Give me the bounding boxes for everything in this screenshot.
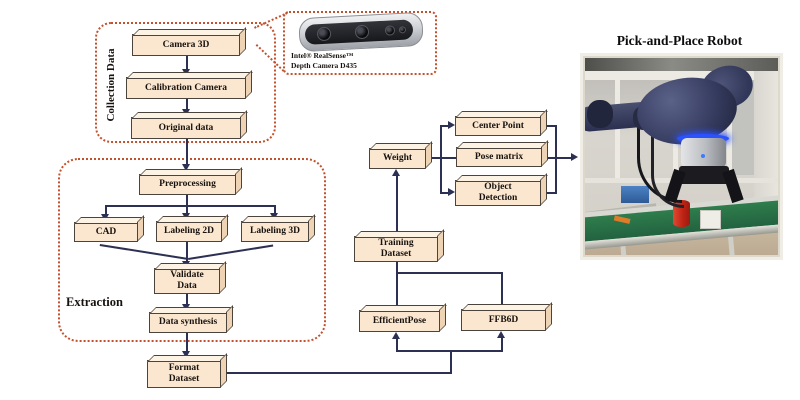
connector-line [541,192,557,194]
connector-line [223,372,452,374]
connector-line [396,262,398,310]
arrowhead-icon [497,331,505,338]
arrowhead-icon [392,332,400,339]
realsense-camera-illustration [298,11,424,53]
node-pose-matrix: Pose matrix [456,147,542,167]
connector-line [501,338,503,352]
connector-line [186,139,188,165]
gripper-body [679,166,729,184]
connector-line [186,99,188,110]
node-labeling-3d: Labeling 3D [241,221,309,242]
connector-line [501,272,503,309]
photo-ceiling-band [585,58,778,71]
robot-panel-title: Pick-and-Place Robot [616,33,743,48]
node-preprocessing: Preprocessing [139,174,236,195]
connector-line [396,272,503,274]
arrowhead-icon [448,121,455,129]
camera-lens-icon [384,25,396,36]
connector-line [105,205,107,215]
node-ffb6d: FFB6D [461,309,546,331]
arrowhead-icon [182,164,190,171]
blue-device [621,186,649,203]
arrowhead-icon [571,153,578,161]
node-cad: CAD [74,222,138,242]
arrowhead-icon [448,188,455,196]
connector-line [396,175,398,236]
node-weight: Weight [369,148,426,169]
camera-lens-icon [316,26,332,42]
extraction-section [58,158,326,342]
node-center-point: Center Point [455,116,541,136]
collection-data-label: Collection Data [105,48,117,122]
node-original-data: Original data [131,117,241,139]
node-data-synthesis: Data synthesis [149,312,227,333]
window-mullion [727,71,732,181]
connector-line [106,205,276,207]
node-training-dataset: Training Dataset [354,236,438,262]
connector-line [440,125,449,127]
connector-line [186,242,188,259]
object-white-box [700,210,721,229]
robot-photo [583,56,780,257]
camera-caption: Intel® RealSense™ Depth Camera D435 [291,51,357,71]
connector-line [186,256,188,262]
connector-line [542,157,572,159]
connector-line [450,351,452,374]
node-calibration-camera: Calibration Camera [126,77,246,99]
collection-data-section [95,22,276,143]
conveyor-leg [620,246,629,255]
window-beam [585,71,778,80]
connector-line [555,125,557,194]
connector-line [186,56,188,70]
arrowhead-icon [392,169,400,176]
connector-line [440,192,449,194]
connector-line [274,205,276,214]
connector-line [186,294,188,305]
connector-line [396,339,398,352]
node-camera-3d: Camera 3D [132,34,240,56]
connector-line [186,195,188,206]
node-object-detection: Object Detection [455,180,541,206]
camera-lens-icon [354,24,370,40]
node-efficientpose: EfficientPose [359,310,440,332]
connector-line [186,333,188,352]
wrist-led [701,154,705,158]
node-format-dataset: Format Dataset [147,360,221,388]
camera-ir-sensor-icon [398,26,407,34]
robot-wrist [681,138,726,168]
connector-line [541,125,557,127]
connector-line [440,125,442,194]
node-validate-data: Validate Data [154,268,220,294]
connector-line [396,350,503,352]
extraction-label: Extraction [66,295,123,309]
connector-line [186,205,188,214]
node-labeling-2d: Labeling 2D [156,221,222,242]
robot-joint [587,100,613,128]
